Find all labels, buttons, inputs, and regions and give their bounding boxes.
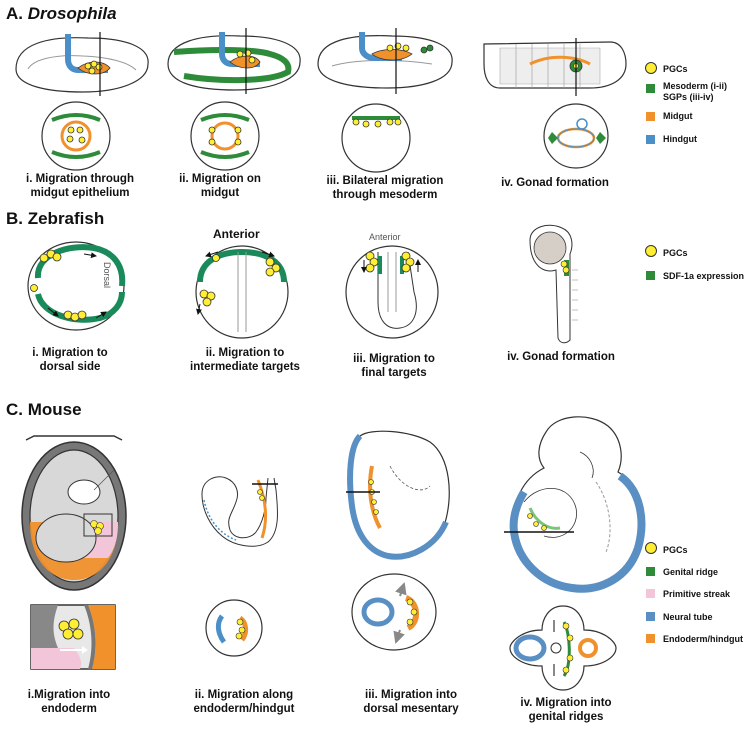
primitive-streak-legend-icon — [646, 589, 655, 598]
mouse-caption-iv: iv. Migration into genital ridges — [520, 697, 612, 723]
anterior-label-small: Anterior — [369, 232, 401, 242]
drosophila-panel-iii — [317, 28, 453, 173]
zebrafish-panel-iii — [345, 245, 439, 339]
section-a-prefix: A. — [6, 4, 23, 23]
pgc-legend-icon — [645, 542, 657, 554]
legend-label: PGCs — [663, 248, 688, 258]
mouse-panel-iii-section — [351, 573, 437, 651]
hindgut-legend-icon — [646, 135, 655, 144]
anterior-label-big: Anterior — [213, 227, 260, 241]
legend-label: Neural tube — [663, 612, 713, 622]
mouse-panel-ii-section — [205, 599, 263, 657]
drosophila-caption-ii: ii. Migration on midgut — [179, 173, 261, 199]
legend-label: SDF-1a expression — [663, 271, 745, 281]
zebrafish-caption-i: i. Migration to dorsal side — [32, 347, 108, 373]
legend-label: PGCs — [663, 64, 688, 74]
zebrafish-panel-iv — [529, 224, 578, 344]
zebrafish-caption-iii: iii. Migration to final targets — [353, 353, 435, 379]
drosophila-panel-ii — [167, 28, 301, 171]
mouse-panel-iii — [346, 430, 450, 560]
mouse-panel-iv-section — [509, 605, 617, 691]
genital-ridge-legend-icon — [646, 567, 655, 576]
drosophila-caption-iii: iii. Bilateral migration through mesoder… — [326, 175, 444, 201]
midgut-legend-icon — [646, 112, 655, 121]
mouse-caption-i: i.Migration into endoderm — [27, 689, 111, 715]
neural-tube-legend-icon — [646, 612, 655, 621]
mouse-caption-ii: ii. Migration along endoderm/hindgut — [193, 689, 295, 715]
pgc-legend-icon — [645, 62, 657, 74]
dorsal-label: Dorsal — [102, 262, 112, 289]
zebrafish-panel-i — [27, 241, 126, 331]
mouse-panel-i-inset — [30, 604, 116, 670]
zebrafish-panel-ii — [195, 245, 289, 339]
mouse-panel-iv — [504, 416, 646, 593]
drosophila-caption-i: i. Migration through midgut epithelium — [26, 173, 134, 199]
legend-label: PGCs — [663, 545, 688, 555]
mouse-caption-iii: iii. Migration into dorsal mesentary — [363, 689, 459, 715]
mesoderm-legend-icon — [646, 84, 655, 93]
drosophila-panel-iv — [483, 38, 627, 169]
legend-label: Endoderm/hindgut — [663, 634, 743, 644]
legend-label: Midgut — [663, 111, 693, 121]
endoderm-hindgut-legend-icon — [646, 634, 655, 643]
zebrafish-caption-iv: iv. Gonad formation — [507, 351, 615, 363]
legend-label: Primitive streak — [663, 589, 731, 599]
section-a-name: Drosophila — [27, 4, 117, 23]
mouse-panel-i — [21, 435, 127, 591]
pgc-legend-icon — [645, 245, 657, 257]
drosophila-caption-iv: iv. Gonad formation — [501, 177, 609, 189]
mouse-panel-ii — [201, 476, 279, 547]
zebrafish-caption-ii: ii. Migration to intermediate targets — [190, 347, 300, 373]
legend-label: Genital ridge — [663, 567, 719, 577]
sdf1a-legend-icon — [646, 271, 655, 280]
legend-label: Hindgut — [663, 134, 697, 144]
drosophila-panel-i — [15, 32, 149, 171]
section-a-title: A. Drosophila — [6, 4, 117, 24]
section-c-title: C. Mouse — [6, 400, 82, 419]
section-b-title: B. Zebrafish — [6, 209, 105, 228]
legend-label: Mesoderm (i-ii) SGPs (iii-iv) — [663, 81, 728, 102]
